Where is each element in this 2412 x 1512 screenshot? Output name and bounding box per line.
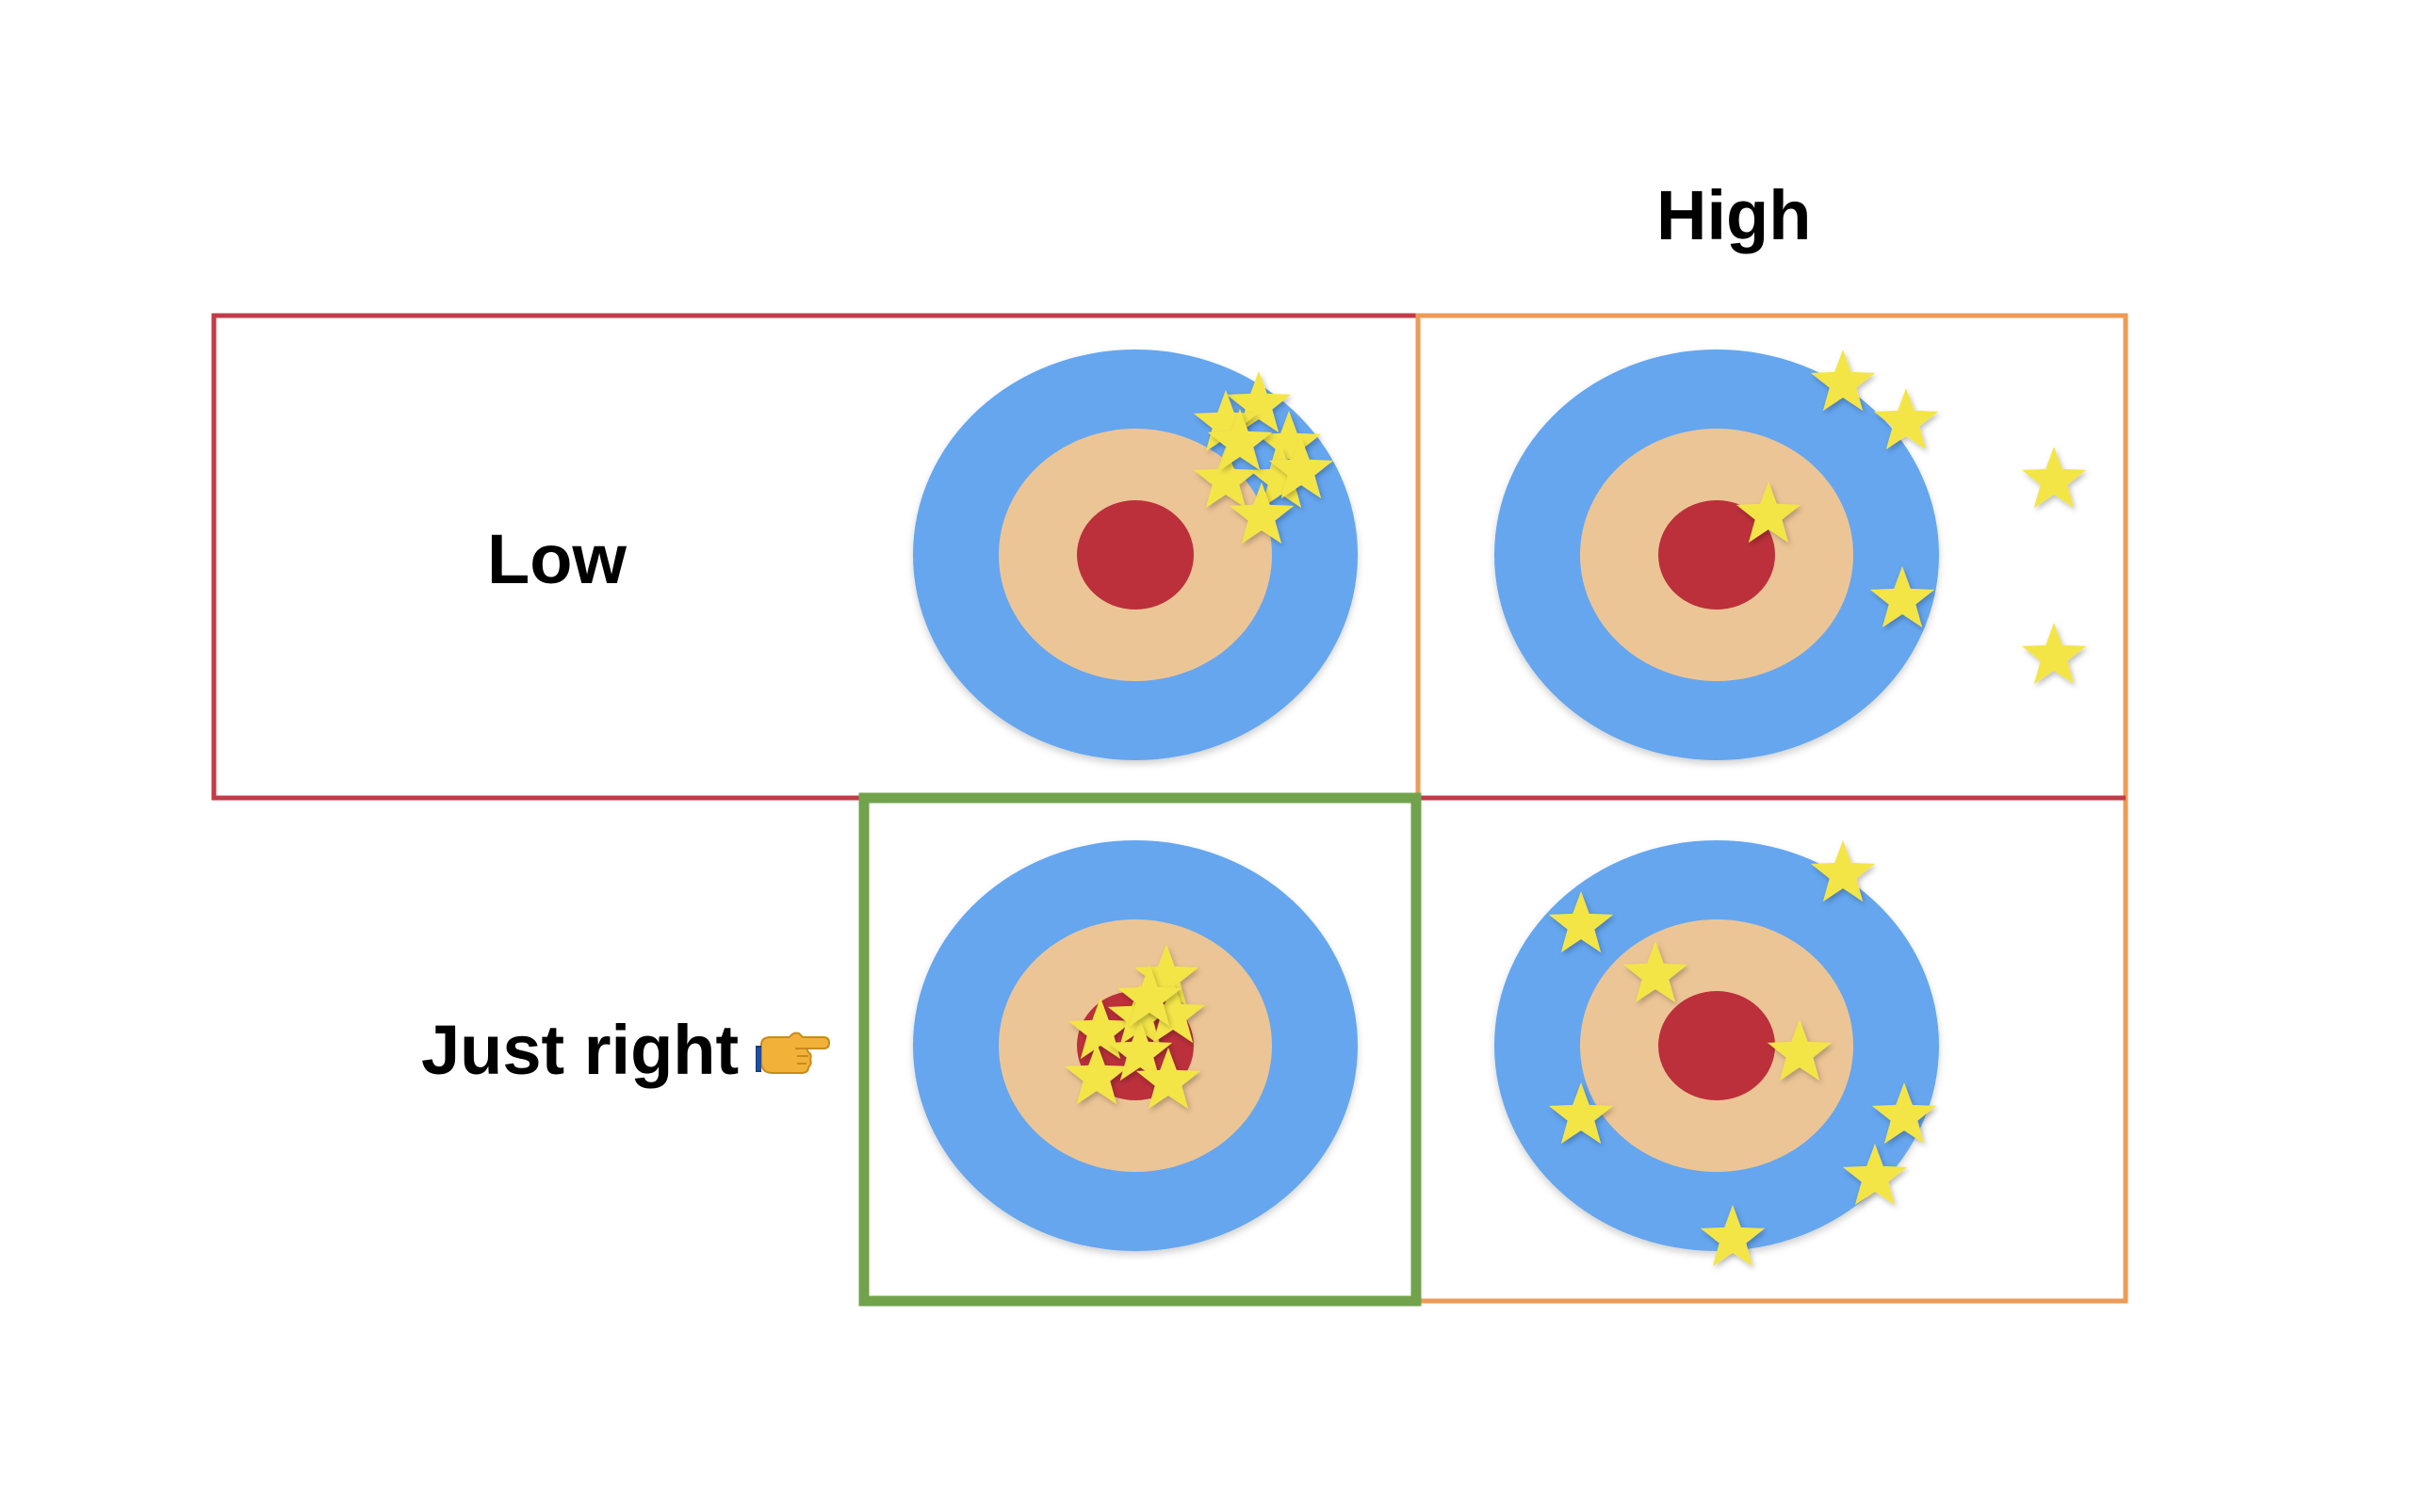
targets-layer bbox=[913, 350, 1939, 1251]
star-icon bbox=[1248, 447, 1314, 509]
stars-layer bbox=[1064, 350, 2087, 1267]
star-icon bbox=[1767, 1019, 1833, 1081]
star-icon bbox=[1871, 1082, 1937, 1145]
star-icon bbox=[1548, 891, 1614, 953]
star-icon bbox=[1107, 1019, 1173, 1081]
target-bullseye bbox=[1077, 500, 1194, 610]
just-right-label-row: Just right bbox=[421, 1016, 831, 1090]
star-icon bbox=[1268, 437, 1334, 499]
star-icon bbox=[1067, 998, 1133, 1060]
target-bullseye bbox=[1658, 500, 1775, 610]
star-icon bbox=[1548, 1082, 1614, 1145]
star-icon bbox=[1700, 1205, 1766, 1267]
star-icon bbox=[1736, 481, 1801, 544]
star-icon bbox=[1116, 965, 1182, 1027]
star-icon bbox=[1193, 447, 1259, 509]
target-top-left bbox=[913, 350, 1358, 760]
target-bullseye bbox=[1658, 991, 1775, 1100]
star-icon bbox=[1207, 409, 1273, 471]
low-label: Low bbox=[487, 520, 627, 598]
star-icon bbox=[1064, 1043, 1130, 1105]
star-icon bbox=[1140, 982, 1206, 1044]
target-bottom-right bbox=[1494, 840, 1939, 1251]
pointing-right-hand-icon bbox=[755, 1020, 831, 1090]
star-icon bbox=[1810, 840, 1876, 902]
star-icon bbox=[2021, 623, 2087, 685]
star-icon bbox=[2021, 447, 2087, 509]
star-icon bbox=[1622, 941, 1688, 1003]
star-icon bbox=[1133, 944, 1199, 1006]
star-icon bbox=[1256, 411, 1322, 473]
star-icon bbox=[1842, 1144, 1908, 1206]
star-icon bbox=[1810, 350, 1876, 412]
star-icon bbox=[1193, 390, 1259, 452]
just-right-frame bbox=[858, 792, 1422, 1307]
target-top-right bbox=[1494, 350, 1939, 760]
star-icon bbox=[1873, 388, 1939, 450]
star-icon bbox=[1869, 566, 1935, 628]
high-label: High bbox=[1656, 176, 1812, 254]
just-right-label: Just right bbox=[421, 1011, 740, 1089]
star-icon bbox=[1229, 482, 1295, 545]
star-icon bbox=[1135, 1048, 1201, 1110]
star-icon bbox=[1226, 371, 1292, 433]
